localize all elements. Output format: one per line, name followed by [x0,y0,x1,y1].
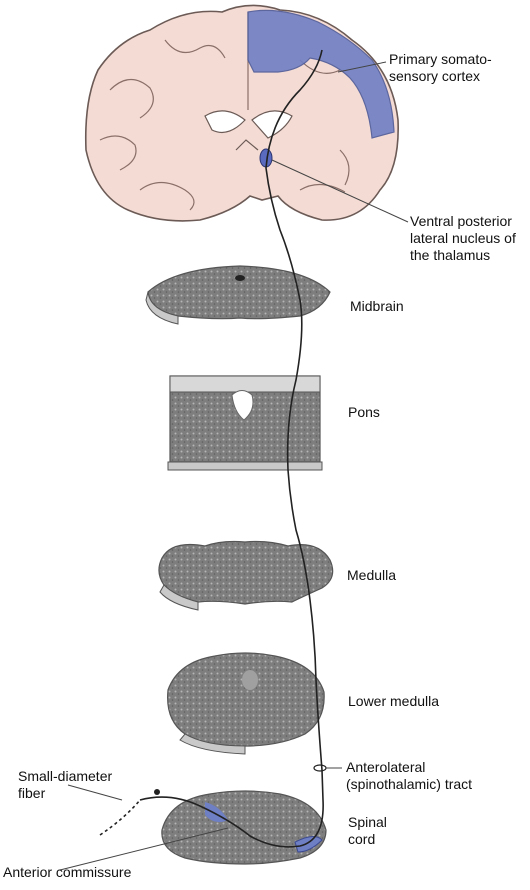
lower-medulla-section [167,652,325,755]
label-medulla: Medulla [347,567,397,583]
label-line: cord [348,831,376,847]
label-pons: Pons [348,404,380,420]
fiber-terminal [154,789,160,795]
label-small-diameter-fiber: Small-diameter fiber [18,768,112,802]
leader-vpl [271,159,409,223]
label-primary-somatosensory-cortex: Primary somato- sensory cortex [389,51,492,85]
primary-somatosensory-cortex-highlight [247,9,395,139]
label-lower-medulla: Lower medulla [348,693,440,709]
anterolateral-tract-highlight [294,836,323,853]
label-line: Small-diameter [18,768,113,784]
coronal-brain-section [84,4,399,222]
label-vpl-nucleus: Ventral posterior lateral nucleus of the… [410,213,516,264]
spinal-cord-section [161,790,327,865]
ascending-pathway-line [139,49,324,848]
medulla-section [158,540,334,611]
leader-commissure [59,827,229,871]
fiber-dashed-line [99,799,141,836]
label-anterolateral-tract: Anterolateral (spinothalamic) tract [346,759,472,793]
label-line: Spinal [348,814,387,830]
label-line: sensory cortex [389,68,481,84]
tract-marker-ring [313,764,327,772]
label-line: fiber [18,785,46,801]
brain-outline [84,4,399,222]
label-anterior-commissure: Anterior commissure [3,864,132,880]
midbrain-section [145,265,331,325]
label-line: the thalamus [410,247,491,263]
pons-section [167,375,323,471]
leader-fiber [67,784,123,801]
label-line: (spinothalamic) tract [346,776,473,792]
label-line: lateral nucleus of [410,230,516,246]
label-spinal-cord: Spinal cord [348,814,387,848]
label-midbrain: Midbrain [350,298,404,314]
lateral-ventricles [204,110,293,139]
leader-cortex [337,61,387,73]
label-line: Primary somato- [389,51,492,67]
label-line: Anterolateral [346,759,426,775]
label-line: Ventral posterior [410,213,512,229]
